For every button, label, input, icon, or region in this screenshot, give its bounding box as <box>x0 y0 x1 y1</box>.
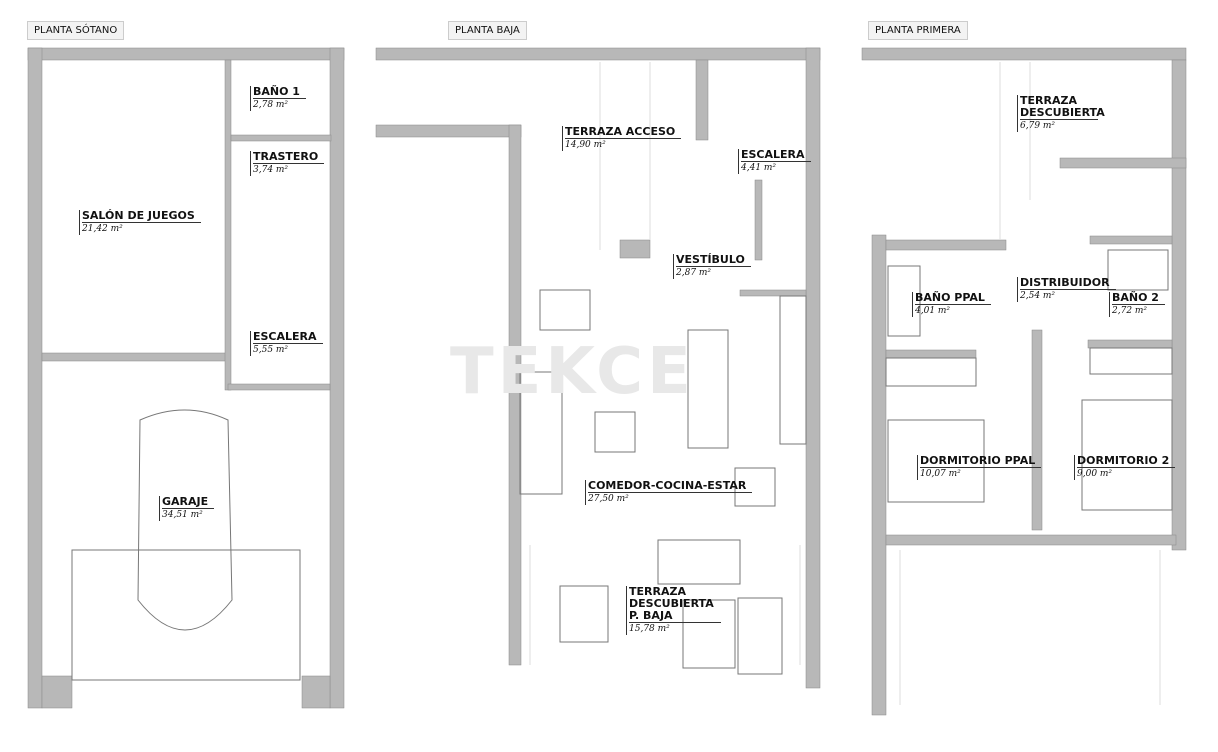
watermark: TEKCE <box>450 335 695 409</box>
floor-title-baja: PLANTA BAJA <box>448 21 527 40</box>
floor-title-primera: PLANTA PRIMERA <box>868 21 968 40</box>
floor-title-sotano: PLANTA SÓTANO <box>27 21 125 40</box>
